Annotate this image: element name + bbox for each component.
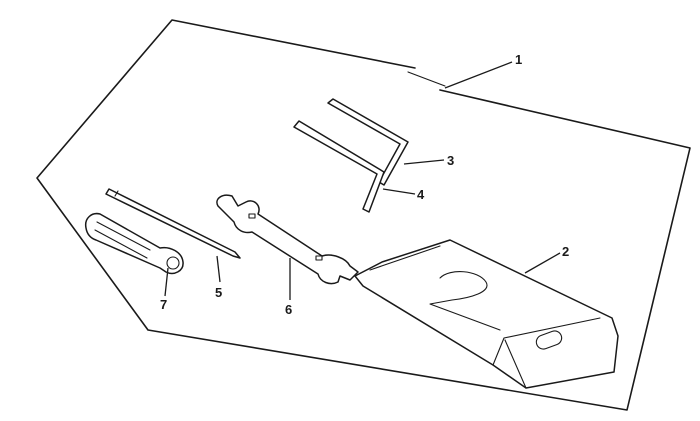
callout-4: 4 [417,187,425,202]
callout-5: 5 [215,285,222,300]
callout-2: 2 [562,244,569,259]
open-end-wrench [216,194,359,285]
callout-6: 6 [285,302,292,317]
hex-key-small [327,98,409,186]
tool-pouch [354,239,619,389]
screwdriver-bit [105,188,241,259]
leader-lines [164,61,561,300]
callout-3: 3 [447,153,454,168]
callout-7: 7 [160,297,167,312]
kit-outline [36,19,691,411]
screwdriver-handle [84,212,184,275]
hex-key-large [293,120,385,213]
callout-1: 1 [515,52,522,67]
